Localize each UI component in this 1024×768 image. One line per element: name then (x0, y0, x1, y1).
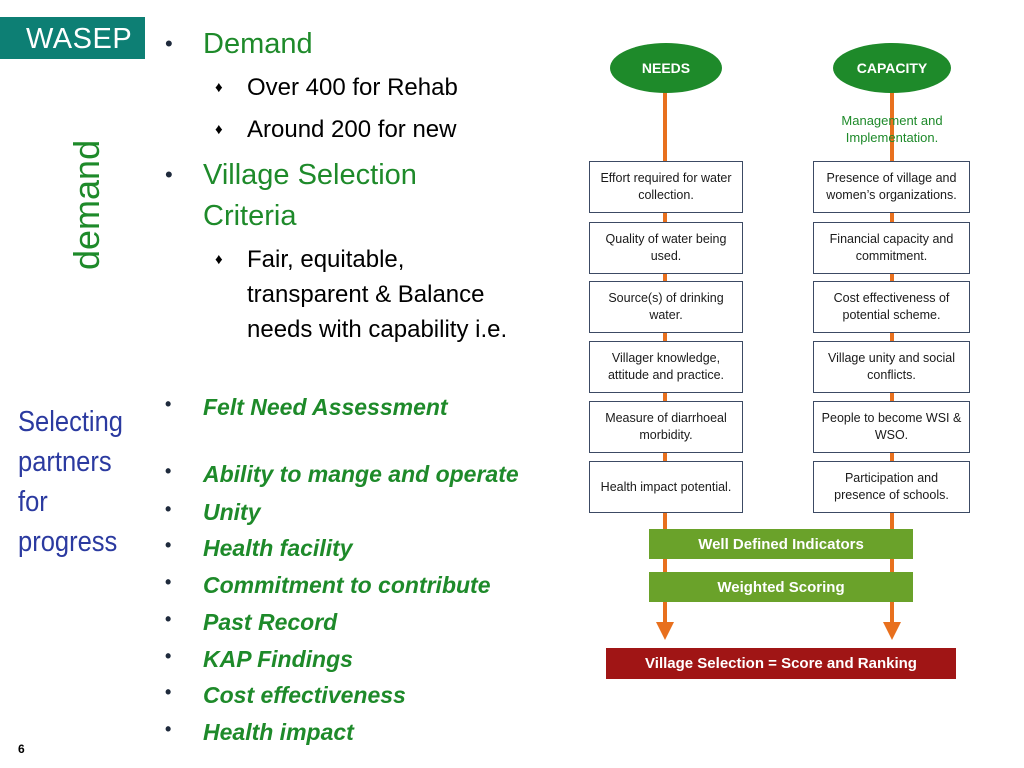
diamond-bullet-icon: ♦ (215, 79, 223, 96)
bullet-dot-icon: • (165, 31, 173, 56)
bullet-text: Criteria (203, 200, 297, 232)
side-subtitle: Selecting partners for progress (18, 402, 143, 562)
criteria-text: Felt Need Assessment (203, 394, 448, 420)
bullet-dot-icon: • (165, 682, 172, 702)
indicators-bar: Well Defined Indicators (649, 529, 913, 559)
bullet-text: Village Selection (203, 159, 417, 191)
needs-box: Source(s) of drinking water. (589, 281, 743, 333)
bullet-text: Demand (203, 28, 313, 60)
capacity-box: Financial capacity and commitment. (813, 222, 970, 274)
capacity-box: Cost effectiveness of potential scheme. (813, 281, 970, 333)
capacity-box: Participation and presence of schools. (813, 461, 970, 513)
logo-text: WASEP (26, 23, 133, 55)
side-subtitle-line: progress (18, 526, 118, 558)
criteria-text: Past Record (203, 609, 338, 635)
bullet-dot-icon: • (165, 162, 173, 187)
needs-box: Villager knowledge, attitude and practic… (589, 341, 743, 393)
needs-box: Effort required for water collection. (589, 161, 743, 213)
capacity-box: Village unity and social conflicts. (813, 341, 970, 393)
criteria-text: Unity (203, 499, 261, 525)
scoring-bar: Weighted Scoring (649, 572, 913, 602)
bullet-dot-icon: • (165, 646, 172, 666)
result-bar: Village Selection = Score and Ranking (606, 648, 956, 679)
page-number: 6 (18, 742, 25, 756)
sub-bullet-text: Around 200 for new (247, 116, 457, 143)
criteria-text: Commitment to contribute (203, 572, 491, 598)
criteria-text: Health impact (203, 719, 354, 745)
sub-bullet-text: Fair, equitable, (247, 246, 405, 273)
capacity-box: Presence of village and women’s organiza… (813, 161, 970, 213)
criteria-text: KAP Findings (203, 646, 353, 672)
criteria-text: Health facility (203, 535, 353, 561)
capacity-box: People to become WSI & WSO. (813, 401, 970, 453)
side-subtitle-line: partners (18, 446, 112, 478)
sub-bullet-text: Over 400 for Rehab (247, 74, 458, 101)
criteria-text: Cost effectiveness (203, 682, 406, 708)
diamond-bullet-icon: ♦ (215, 121, 223, 138)
side-title: demand (66, 139, 107, 270)
capacity-oval: CAPACITY (833, 43, 951, 93)
capacity-arrowhead-icon (883, 622, 901, 640)
needs-arrowhead-icon (656, 622, 674, 640)
bullet-dot-icon: • (165, 535, 172, 555)
needs-box: Quality of water being used. (589, 222, 743, 274)
needs-box: Measure of diarrhoeal morbidity. (589, 401, 743, 453)
bullet-dot-icon: • (165, 719, 172, 739)
sub-bullet-text: transparent & Balance (247, 281, 485, 308)
needs-oval: NEEDS (610, 43, 722, 93)
side-subtitle-line: Selecting (18, 406, 123, 438)
bullet-dot-icon: • (165, 572, 172, 592)
criteria-text: Ability to mange and operate (203, 461, 519, 487)
bullet-dot-icon: • (165, 461, 172, 481)
capacity-note: Management and Implementation. (841, 113, 943, 145)
needs-box: Health impact potential. (589, 461, 743, 513)
wasep-logo: WASEP (0, 17, 145, 59)
side-subtitle-line: for (18, 486, 48, 518)
bullet-dot-icon: • (165, 499, 172, 519)
bullet-dot-icon: • (165, 394, 172, 414)
bullet-dot-icon: • (165, 609, 172, 629)
diamond-bullet-icon: ♦ (215, 251, 223, 268)
sub-bullet-text: needs with capability i.e. (247, 316, 508, 343)
